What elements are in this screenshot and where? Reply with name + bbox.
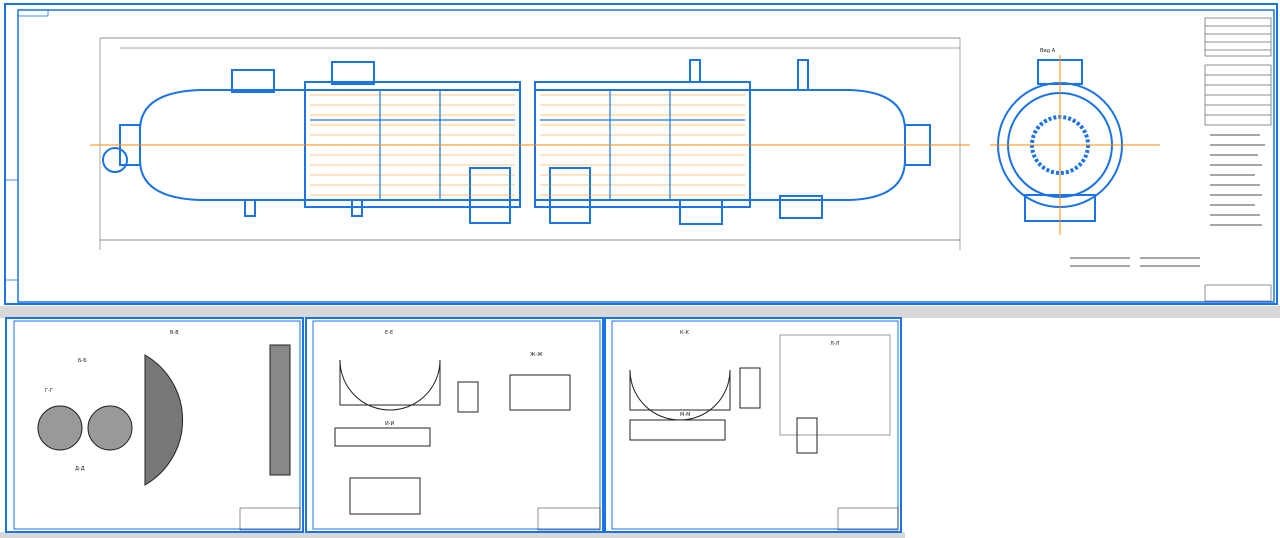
gap [0, 306, 1280, 318]
sheet-2 [5, 317, 304, 533]
sheet-3 [305, 317, 604, 533]
spec-tables [1204, 17, 1272, 302]
section-label: Е-Е [385, 330, 393, 336]
vessel [102, 59, 931, 225]
section-label: Г-Г [45, 388, 53, 394]
section-label: И-И [385, 421, 395, 427]
section-label: Л-Л [830, 341, 840, 347]
main-sheet: Вид А [4, 3, 1278, 305]
view-label: Вид А [1040, 48, 1056, 54]
section-label: Ж-Ж [530, 352, 543, 358]
section-label: М-М [680, 412, 690, 418]
tube-bundle [310, 94, 745, 196]
section-label: Б-Б [78, 358, 87, 364]
section-label: Д-Д [75, 466, 85, 472]
sheet-4 [604, 317, 902, 533]
section-label: В-В [170, 330, 179, 336]
section-label: К-К [680, 330, 689, 336]
